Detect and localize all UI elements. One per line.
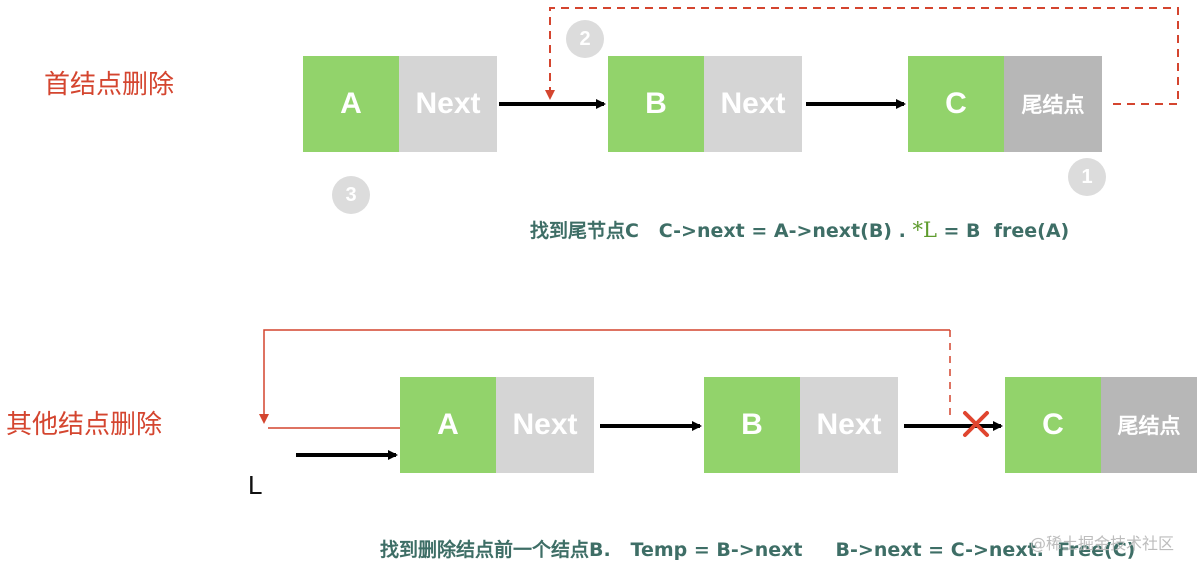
section1-title: 首结点删除 <box>44 70 175 100</box>
cross-mark-icon <box>963 411 989 437</box>
section1-caption: 找到尾节点C C->next = A->next(B) . *L = B fre… <box>530 216 1069 243</box>
dashed-tail-to-b-link <box>545 7 1179 105</box>
step-badge-3: 3 <box>332 176 370 214</box>
node-b-top-next: Next <box>704 56 802 152</box>
list-head-label: L <box>248 470 263 500</box>
step-badge-1: 1 <box>1068 158 1106 196</box>
section2-title: 其他结点删除 <box>6 410 163 440</box>
watermark: @稀土掘金技术社区 <box>1030 534 1175 553</box>
step-badge-2: 2 <box>566 20 604 58</box>
node-a-bottom-data: A <box>400 377 496 473</box>
node-b-bottom-next: Next <box>800 377 898 473</box>
node-a-top-next: Next <box>399 56 497 152</box>
node-a-bottom-next: Next <box>496 377 594 473</box>
node-c-top-data: C <box>908 56 1004 152</box>
node-c-bottom-data: C <box>1005 377 1101 473</box>
node-c-bottom: C 尾结点 <box>1005 377 1197 473</box>
section1-caption-part2: = B free(A) <box>936 220 1070 242</box>
node-b-bottom-data: B <box>704 377 800 473</box>
node-b-top-data: B <box>608 56 704 152</box>
section2-caption: 找到删除结点前一个结点B. Temp = B->next B->next = C… <box>380 539 1136 561</box>
node-c-bottom-tail: 尾结点 <box>1101 377 1197 473</box>
node-c-top-tail: 尾结点 <box>1004 56 1102 152</box>
node-c-top: C 尾结点 <box>908 56 1102 152</box>
section1-caption-part1: 找到尾节点C C->next = A->next(B) . <box>530 220 913 242</box>
red-return-line <box>259 329 950 424</box>
node-b-top: B Next <box>608 56 802 152</box>
node-a-top-data: A <box>303 56 399 152</box>
section1-caption-highlight: *L <box>912 218 937 242</box>
node-a-top: A Next <box>303 56 497 152</box>
node-a-bottom: A Next <box>400 377 594 473</box>
node-b-bottom: B Next <box>704 377 898 473</box>
